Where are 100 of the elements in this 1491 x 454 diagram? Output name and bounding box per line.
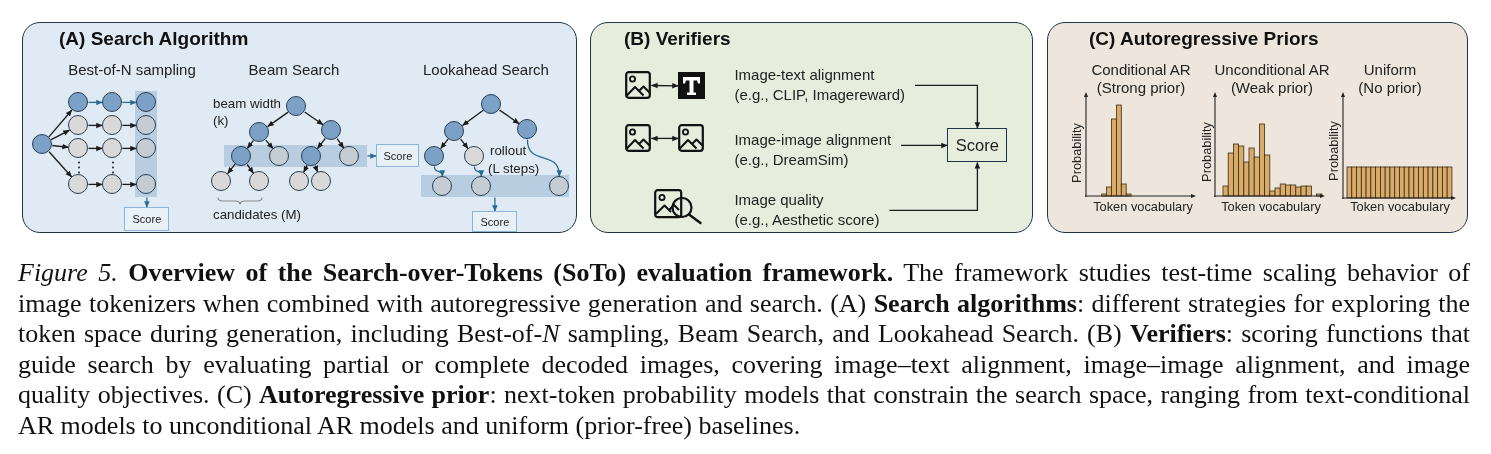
- axis-label: Token vocabulary: [1093, 199, 1193, 214]
- node-circle: [311, 171, 332, 192]
- arrow: [48, 109, 73, 138]
- arrow: [266, 111, 289, 128]
- arrow: [914, 84, 981, 130]
- arrow: [492, 196, 498, 213]
- verifier-label: Image-image alignment (e.g., DreamSim): [734, 130, 902, 171]
- axis-label: Probability: [1325, 121, 1341, 181]
- caption: Figure 5. Overview of the Search-over-Tokens (SoTo) evaluation framework. The framework studies test-time scaling behavior of image tokenizers when combined with autoregressive generation and search. (A) Search algorithms: different strategies for exploring the token space during generation, including Best-of-N sampling, Beam Search, and Lookahead Search. (B) Verifiers: scoring functions that guide search by evaluating partial or complete decoded images, covering image–text alignment, image–image alignment, and image quality objectives. (C) Autoregressive prior: next-token probability models that constrain the search space, ranging from text-conditional AR models to unconditional AR models and uniform (prior-free) baselines.: [18, 258, 1470, 442]
- arrow: [87, 181, 104, 188]
- arrow: [461, 109, 484, 127]
- panel-title: (B) Verifiers: [624, 28, 731, 50]
- arrow: [87, 122, 104, 129]
- highlight-band: [135, 91, 158, 198]
- node-circle: [102, 174, 123, 195]
- node-circle: [321, 120, 342, 141]
- node-circle: [68, 115, 89, 136]
- arrow: [459, 138, 469, 150]
- score-box: Score: [472, 211, 518, 233]
- panel: [590, 22, 1033, 233]
- arrow: [312, 165, 319, 173]
- panel: [22, 22, 577, 233]
- node-circle: [286, 96, 307, 117]
- panel-title: (A) Search Algorithm: [59, 28, 249, 50]
- node-circle: [249, 171, 270, 192]
- subheading: Lookahead Search: [423, 61, 549, 79]
- node-circle: [424, 146, 445, 167]
- score-box: Score: [376, 144, 420, 168]
- arrow: [121, 145, 138, 152]
- text-icon: [678, 72, 706, 100]
- arrow: [303, 111, 324, 126]
- verifier-label: Image quality (e.g., Aesthetic score): [734, 190, 890, 231]
- node-circle: [549, 176, 570, 197]
- arrow: [48, 151, 73, 178]
- image-icon: [625, 71, 652, 100]
- score-box: Score: [124, 207, 170, 232]
- node-circle: [102, 92, 123, 113]
- node-circle: [517, 119, 538, 140]
- node-circle: [136, 115, 157, 136]
- arrow: [316, 137, 326, 150]
- arrow: [121, 181, 138, 188]
- arrow: [265, 139, 274, 150]
- chart-title: Uniform (No prior): [1357, 61, 1423, 97]
- node-circle: [339, 146, 360, 167]
- score-box: Score: [947, 128, 1008, 163]
- axis-label: Probability: [1068, 123, 1084, 183]
- arrow: [888, 161, 981, 212]
- image-icon: [625, 124, 652, 153]
- arrow: [87, 145, 104, 152]
- axis-label: Token vocabulary: [1221, 199, 1321, 214]
- arrow: [144, 196, 150, 209]
- arrow: [226, 163, 236, 175]
- node-circle: [68, 92, 89, 113]
- subheading: Beam Search: [248, 61, 340, 79]
- node-circle: [464, 146, 485, 167]
- node-circle: [301, 146, 322, 167]
- node-circle: [444, 121, 465, 142]
- subheading: Best-of-N sampling: [68, 61, 196, 79]
- node-circle: [102, 115, 123, 136]
- node-circle: [231, 146, 252, 167]
- verifier-label: Image-text alignment (e.g., CLIP, Imagereward): [734, 65, 916, 106]
- axis-label: Probability: [1198, 122, 1214, 182]
- arrow: [498, 109, 520, 125]
- node-circle: [136, 92, 157, 113]
- node-circle: [432, 176, 453, 197]
- arrow: [121, 122, 138, 129]
- axis-label: Token vocabulary: [1350, 199, 1450, 214]
- node-circle: [269, 146, 290, 167]
- node-circle: [68, 138, 89, 159]
- node-circle: [249, 122, 270, 143]
- highlight-band: [224, 145, 368, 168]
- arrow: [246, 163, 255, 174]
- double-arrow: [650, 135, 680, 142]
- arrow: [526, 138, 562, 178]
- arrow: [473, 165, 484, 178]
- annotation: candidates (M): [213, 207, 301, 223]
- node-circle: [471, 176, 492, 197]
- node-circle: [68, 174, 89, 195]
- double-arrow: [650, 82, 680, 89]
- arrow: [87, 99, 104, 106]
- arrow: [439, 138, 449, 150]
- chart-title: Conditional AR (Strong prior): [1090, 61, 1192, 97]
- node-circle: [211, 171, 232, 192]
- node-circle: [136, 138, 157, 159]
- annotation: rollout (L steps): [488, 142, 541, 178]
- arrow: [433, 165, 445, 178]
- arrow: [50, 129, 71, 141]
- node-circle: [102, 138, 123, 159]
- arrow: [336, 137, 345, 149]
- node-circle: [136, 174, 157, 195]
- arrow: [121, 99, 138, 106]
- arrow: [366, 153, 378, 159]
- panel: [1047, 22, 1468, 233]
- image-icon: [678, 124, 705, 153]
- arrow: [900, 142, 949, 149]
- panel-title: (C) Autoregressive Priors: [1089, 28, 1319, 50]
- highlight-band: [421, 175, 570, 198]
- node-circle: [32, 134, 53, 155]
- annotation: beam width (k): [213, 95, 282, 129]
- arrow: [51, 143, 70, 150]
